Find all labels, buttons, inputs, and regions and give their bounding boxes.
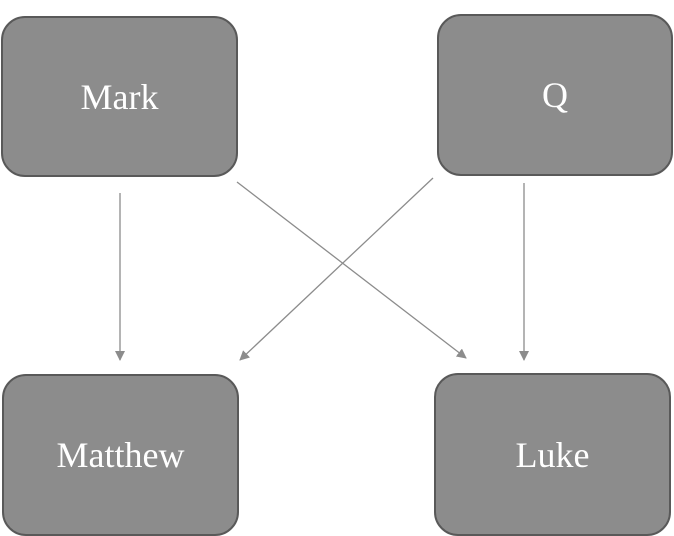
node-matthew: Matthew: [2, 374, 239, 536]
node-matthew-label: Matthew: [56, 435, 185, 475]
node-luke-label: Luke: [515, 434, 590, 475]
node-luke: Luke: [434, 373, 671, 536]
node-mark: Mark: [1, 16, 238, 177]
node-q-label: Q: [542, 75, 568, 115]
edge-mark-luke: [236, 181, 467, 359]
node-mark-label: Mark: [80, 76, 159, 117]
node-q: Q: [437, 14, 673, 176]
edge-q-matthew: [239, 177, 434, 361]
